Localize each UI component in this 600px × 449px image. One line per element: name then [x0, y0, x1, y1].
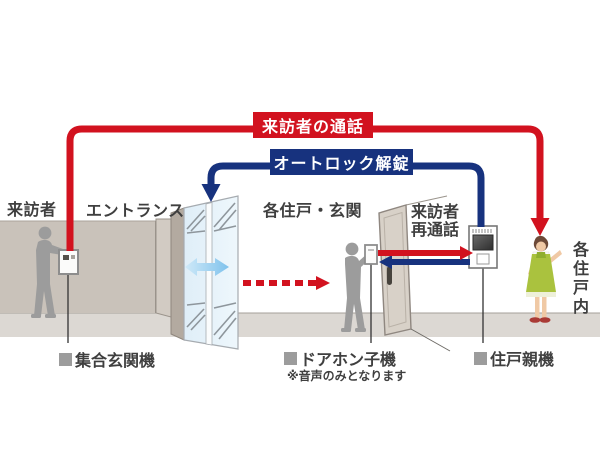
master-station-legend-label: 住戸親機	[490, 352, 555, 369]
recall-red-arrowhead-icon	[460, 246, 473, 260]
glass-hatch-bottom	[186, 302, 237, 340]
door-phone-legend-label: ドアホン子機	[300, 352, 397, 369]
legend-square-icon	[284, 351, 297, 365]
entrance-station-legend-label: 集合玄関機	[75, 353, 156, 370]
resident-silhouette	[526, 235, 562, 323]
legend-square-icon	[474, 351, 487, 365]
autolock-arrowhead-icon	[201, 184, 221, 202]
entrance-station-legend: 集合玄関機	[59, 347, 155, 371]
recall-arrows	[378, 246, 473, 269]
entrance-auto-door	[155, 195, 239, 350]
recall-blue-arrowhead-icon	[379, 255, 392, 269]
unit-door	[378, 195, 451, 352]
visitor-silhouette	[31, 226, 63, 318]
door-phone-device	[364, 244, 378, 265]
door-handle	[387, 266, 392, 285]
visitor-call-arrowhead-icon	[530, 218, 550, 236]
inside-unit-label: 各住戸内	[570, 241, 587, 317]
legend-connector-lines	[67, 263, 484, 343]
visitor-walk-arrow	[243, 276, 330, 290]
door-slide-arrow-icon	[185, 258, 229, 276]
unit-entrance-label: 各住戸・玄関	[263, 203, 363, 220]
revisit-label-line2: 再通話	[411, 222, 460, 239]
master-station-legend: 住戸親機	[474, 346, 554, 370]
autolock-banner-label: オートロック解錠	[273, 156, 410, 173]
visitor-at-door-silhouette	[341, 242, 371, 332]
door-phone-note: ※音声のみとなります	[287, 369, 407, 383]
visitor-label: 来訪者	[7, 202, 57, 219]
autolock-banner: オートロック解錠	[270, 149, 413, 175]
visitor-call-banner: 来訪者の通話	[253, 112, 373, 138]
floor	[0, 313, 600, 337]
walk-arrowhead-icon	[316, 276, 330, 290]
legend-square-icon	[59, 352, 72, 366]
door-phone-legend: ドアホン子機	[284, 346, 396, 370]
master-station-device	[468, 225, 498, 269]
revisit-label-line1: 来訪者	[411, 204, 460, 221]
entrance-station-device	[58, 249, 79, 275]
visitor-call-banner-label: 来訪者の通話	[261, 119, 364, 136]
revisit-label: 来訪者 再通話	[411, 204, 459, 240]
glass-hatch-top	[186, 202, 237, 234]
entrance-label: エントランス	[86, 203, 185, 220]
